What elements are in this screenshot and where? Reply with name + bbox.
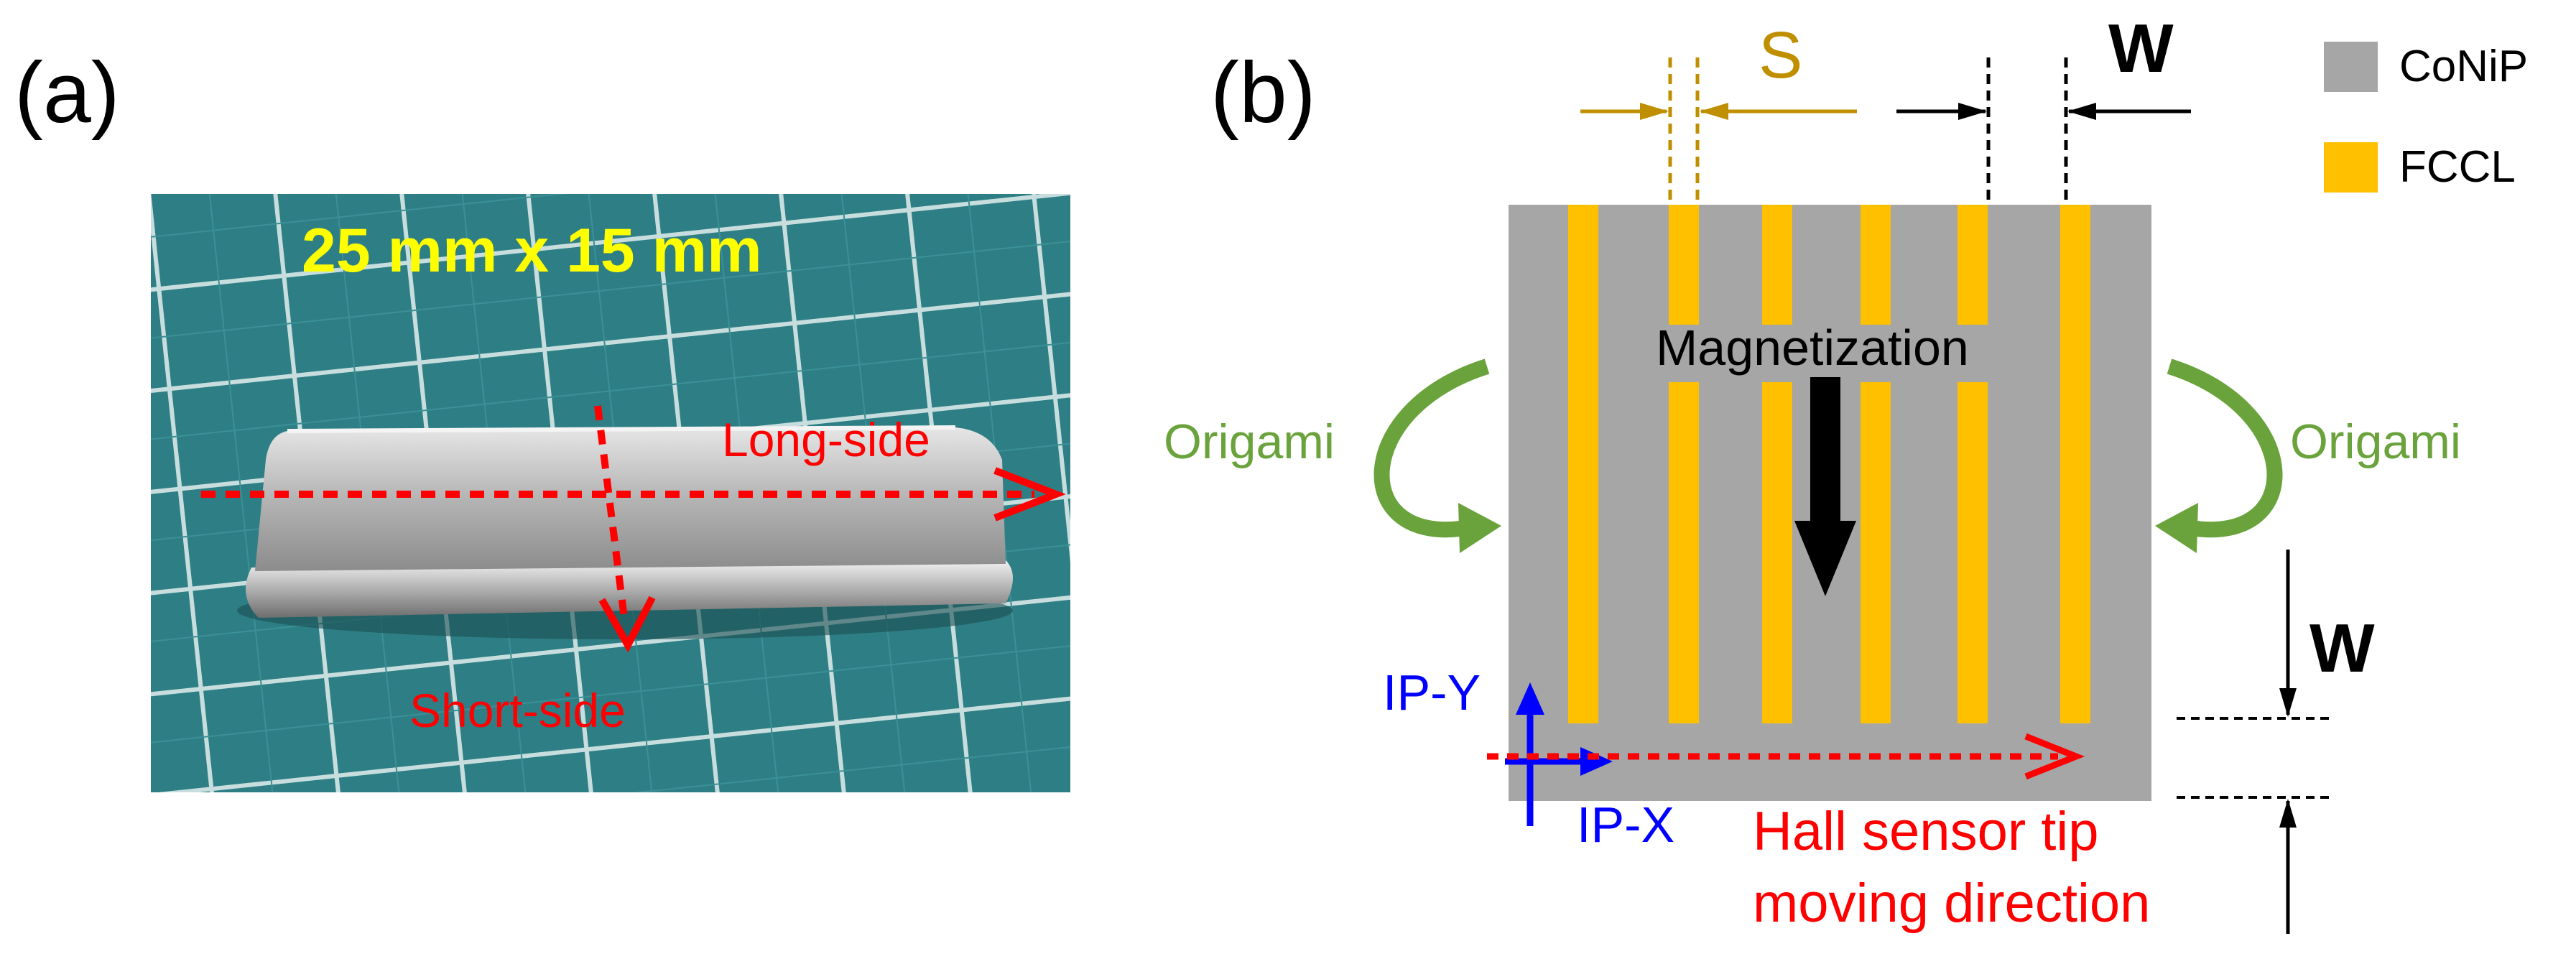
width-label-right: W (2309, 610, 2375, 687)
fccl-stripe (1762, 205, 1792, 723)
hall-sensor-arrow (1487, 733, 2085, 780)
width-dimension-top (1896, 57, 2191, 205)
long-side-arrow (201, 467, 1066, 522)
spacing-label: S (1759, 19, 1802, 92)
legend-label-conip: CoNiP (2399, 42, 2528, 91)
origami-left-arrow (1373, 358, 1501, 553)
fccl-stripes (1568, 205, 2090, 723)
panel-b-label: (b) (1210, 45, 1316, 141)
fccl-stripe (1568, 205, 1598, 723)
hall-label-line1: Hall sensor tip (1753, 801, 2099, 862)
fccl-stripe (1669, 205, 1699, 723)
magnetization-label: Magnetization (1656, 320, 1969, 376)
short-side-arrow (594, 405, 656, 653)
origami-right-label: Origami (2290, 414, 2461, 469)
magnetization-label-bg (1651, 325, 2017, 382)
origami-right-arrow (2155, 358, 2283, 553)
legend: CoNiP FCCL (2324, 42, 2528, 193)
legend-label-fccl: FCCL (2399, 142, 2516, 192)
fccl-stripe (2060, 205, 2090, 723)
origami-left-label: Origami (1164, 414, 1335, 469)
legend-swatch-fccl (2324, 142, 2378, 193)
short-side-label: Short-side (409, 684, 626, 737)
width-dimension-right (2177, 550, 2335, 934)
ip-x-label: IP-X (1577, 797, 1674, 853)
width-label-top: W (2108, 10, 2174, 87)
ip-y-label: IP-Y (1383, 664, 1481, 721)
hall-label-line2: moving direction (1753, 873, 2150, 934)
legend-swatch-conip (2324, 42, 2378, 92)
fccl-stripe (1861, 205, 1891, 723)
fccl-stripe (1958, 205, 1988, 723)
spacing-dimension (1580, 57, 1857, 205)
panel-a-label: (a) (14, 45, 120, 141)
size-text: 25 mm x 15 mm (302, 216, 762, 285)
long-side-label: Long-side (722, 413, 930, 466)
magnetization-arrow (1794, 377, 1856, 596)
